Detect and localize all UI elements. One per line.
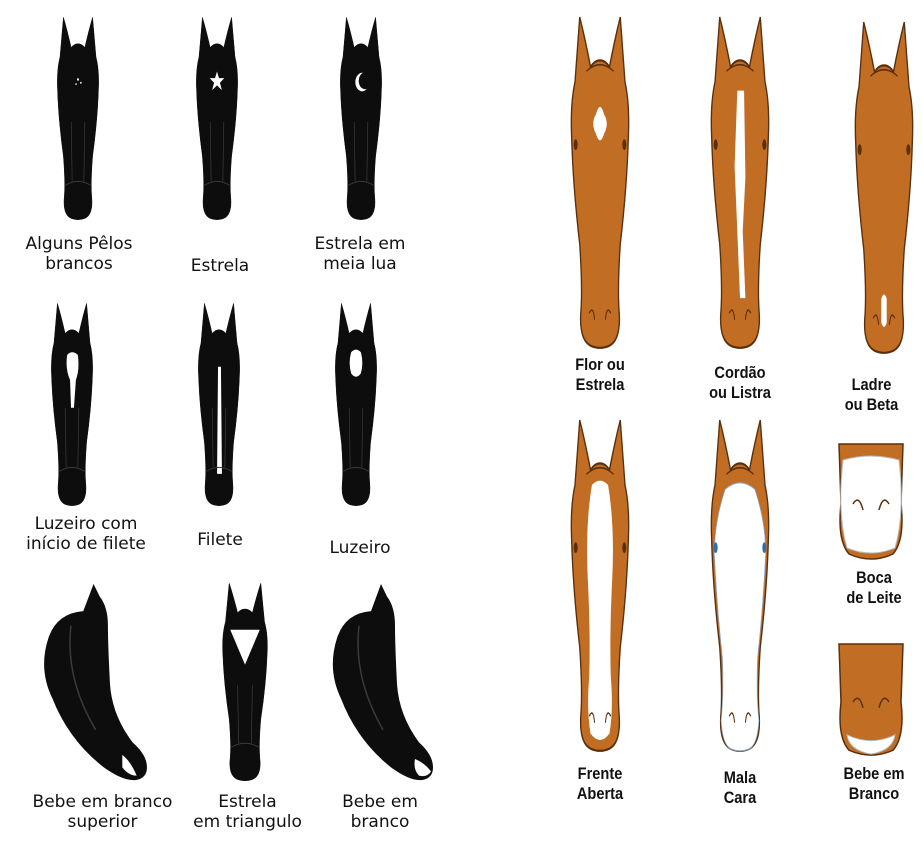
horse-head-black-illustration <box>14 10 144 230</box>
marking-caption: Luzeiro <box>300 538 420 558</box>
horse-item-bebe-em-branco: Bebe emBranco <box>825 640 923 830</box>
horse-head-black-illustration <box>180 580 315 790</box>
horse-item-estrela: Estrela <box>165 10 275 285</box>
marking-caption: Estrela emmeia lua <box>295 234 425 274</box>
horse-head-black-illustration <box>295 10 425 230</box>
horse-item-bebe-branco: Bebe embranco <box>315 580 445 845</box>
marking-caption: Estrela <box>165 256 275 276</box>
horse-profile-black-illustration <box>315 580 445 790</box>
marking-caption: Bebe embranco <box>315 792 445 832</box>
marking-caption: Bocade Leite <box>832 568 916 608</box>
marking-caption: Ladreou Beta <box>827 375 916 415</box>
marking-caption: Bebe em brancosuperior <box>10 792 195 832</box>
marking-caption: Flor ouEstrela <box>548 355 651 395</box>
horse-head-black-illustration <box>300 300 420 515</box>
horse-head-brown-illustration <box>540 418 660 758</box>
marking-caption: Luzeiro cominício de filete <box>6 514 166 554</box>
horse-item-luzeiro: Luzeiro <box>300 300 420 575</box>
horse-item-flor-estrela: Flor ouEstrela <box>540 15 660 415</box>
marking-caption: Alguns Pêlosbrancos <box>14 234 144 274</box>
horse-item-luzeiro-inicio-filete: Luzeiro cominício de filete <box>6 300 166 575</box>
horse-profile-black-illustration <box>10 580 195 790</box>
marking-caption: Estrelaem triangulo <box>180 792 315 832</box>
marking-caption: FrenteAberta <box>548 764 651 804</box>
horse-head-brown-illustration <box>820 15 923 360</box>
marking-caption: Bebe emBranco <box>832 764 916 804</box>
marking-caption: Cordãoou Listra <box>688 363 791 403</box>
horse-item-cordao-listra: Cordãoou Listra <box>680 15 800 425</box>
horse-head-brown-illustration <box>540 15 660 355</box>
horse-item-bebe-branco-superior: Bebe em brancosuperior <box>10 580 195 845</box>
horse-item-boca-de-leite: Bocade Leite <box>825 440 923 625</box>
horse-item-estrela-meia-lua: Estrela emmeia lua <box>295 10 425 285</box>
horse-item-frente-aberta: FrenteAberta <box>540 418 660 838</box>
marking-caption: MalaCara <box>688 768 791 808</box>
right-panel: Flor ouEstrela Cordãoou Listra Ladreou B… <box>540 0 923 847</box>
horse-muzzle-illustration <box>825 440 923 565</box>
horse-head-black-illustration <box>6 300 166 515</box>
horse-head-black-illustration <box>165 10 275 230</box>
marking-caption: Filete <box>165 530 275 550</box>
horse-muzzle-illustration <box>825 640 923 760</box>
horse-head-brown-illustration <box>680 418 800 758</box>
horse-item-mala-cara: MalaCara <box>680 418 800 838</box>
horse-item-alguns-pelos-brancos: Alguns Pêlosbrancos <box>14 10 144 285</box>
left-panel: Alguns Pêlosbrancos Estrela Estrela emme… <box>0 0 450 847</box>
horse-item-ladre-beta: Ladreou Beta <box>820 15 923 435</box>
horse-item-filete: Filete <box>165 300 275 575</box>
horse-head-brown-illustration <box>680 15 800 355</box>
horse-item-estrela-triangulo: Estrelaem triangulo <box>180 580 315 845</box>
horse-head-black-illustration <box>165 300 275 515</box>
